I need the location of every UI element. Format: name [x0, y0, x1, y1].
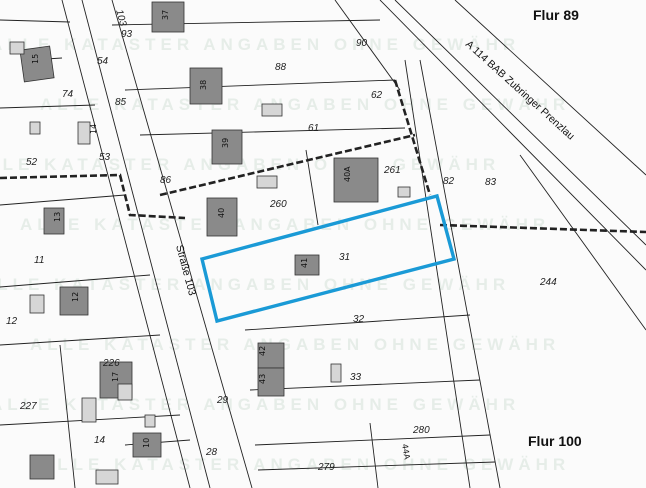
shed — [256, 175, 278, 189]
parcel-label: 28 — [205, 447, 218, 458]
watermark-text: ALLE KATASTER ANGABEN OHNE GEWÄHR — [40, 455, 570, 474]
parcel-label: 62 — [371, 90, 383, 101]
building-42 — [257, 342, 285, 369]
building-39 — [211, 129, 243, 165]
watermark-text: ALLE KATASTER ANGABEN OHNE GEWÄHR — [0, 155, 500, 174]
shed — [144, 414, 156, 428]
parcel-label: 85 — [115, 97, 127, 108]
shed — [261, 103, 283, 117]
shed — [95, 469, 119, 485]
building-43 — [257, 367, 285, 397]
street-103 — [61, 0, 253, 488]
parcel-label: 103 — [113, 8, 128, 27]
shed — [330, 363, 342, 383]
buildings — [19, 1, 379, 480]
building-label: 42 — [258, 346, 267, 356]
shed — [397, 186, 411, 198]
house-44a-label: 44A — [400, 443, 412, 460]
building-label: 39 — [221, 138, 230, 148]
building-label: 41 — [300, 258, 309, 268]
building-label: 15 — [31, 54, 40, 64]
building-small — [29, 454, 55, 480]
shed — [81, 397, 97, 423]
watermark-text: ALLE KATASTER ANGABEN OHNE GEWÄHR — [0, 395, 520, 414]
building-label: 38 — [199, 80, 208, 90]
parcel-label: 82 — [443, 176, 455, 187]
building-15 — [19, 45, 55, 83]
parcel-label: 31 — [339, 252, 350, 263]
parcel-label: 226 — [102, 358, 120, 369]
parcel-label: 53 — [99, 152, 111, 163]
watermark-text: ALLE KATASTER ANGABEN OHNE GEWÄHR — [30, 335, 560, 354]
parcel-label: 90 — [356, 38, 368, 49]
building-label: 13 — [53, 212, 62, 222]
motorway-a114 — [334, 0, 646, 488]
parcel-label: 74 — [62, 89, 74, 100]
parcel-label: 11 — [34, 255, 44, 266]
parcel-label: 280 — [412, 425, 430, 436]
parcel-label: 12 — [6, 316, 18, 327]
building-label: 14 — [89, 124, 98, 134]
shed — [77, 121, 91, 145]
parcel-label: 32 — [353, 314, 365, 325]
building-41 — [294, 254, 320, 276]
building-13 — [43, 207, 65, 235]
shed — [29, 121, 41, 135]
shed — [117, 383, 133, 401]
shed — [9, 41, 25, 55]
parcel-label: 54 — [97, 56, 109, 67]
parcel-lines-east — [111, 19, 496, 488]
shed — [29, 294, 45, 314]
flur-boundary — [0, 79, 646, 234]
flur-100-label: Flur 100 — [528, 433, 582, 449]
watermark-text: ALLE KATASTER ANGABEN OHNE GEWÄHR — [0, 35, 520, 54]
watermark-layer: ALLE KATASTER ANGABEN OHNE GEWÄHR ALLE K… — [0, 35, 570, 474]
watermark-text: ALLE KATASTER ANGABEN OHNE GEWÄHR — [20, 215, 550, 234]
building-number-labels: 37 15 38 14 39 40A 40 13 41 12 42 43 17 … — [31, 10, 412, 461]
building-12 — [59, 286, 89, 316]
parcel-label: 61 — [308, 123, 319, 134]
building-label: 10 — [142, 438, 151, 448]
building-40a — [333, 157, 379, 203]
parcel-label: 88 — [275, 62, 287, 73]
parcel-label: 52 — [26, 157, 38, 168]
building-38 — [189, 67, 223, 105]
building-label: 12 — [71, 292, 80, 302]
parcel-label: 29 — [216, 395, 229, 406]
parcel-label: 33 — [350, 372, 362, 383]
watermark-text: ALLE KATASTER ANGABEN OHNE GEWÄHR — [40, 95, 570, 114]
parcel-label: 279 — [317, 462, 335, 473]
parcel-label: 244 — [539, 277, 557, 288]
building-label: 17 — [111, 372, 120, 382]
parcel-label: 83 — [485, 177, 497, 188]
building-label: 40 — [217, 208, 226, 218]
parcel-label: 14 — [94, 435, 106, 446]
parcel-label: 227 — [19, 401, 37, 412]
building-label: 40A — [343, 166, 352, 182]
outbuildings — [9, 41, 411, 485]
parcel-label: 93 — [121, 29, 133, 40]
building-label: 43 — [258, 374, 267, 384]
building-40 — [206, 197, 238, 237]
building-10 — [132, 432, 162, 458]
parcel-labels: 103 93 54 74 85 52 53 90 88 62 61 86 261… — [6, 8, 557, 473]
parcel-label: 260 — [269, 199, 287, 210]
parcel-label: 261 — [383, 165, 401, 176]
parcel-label: 86 — [160, 175, 172, 186]
highlight-parcel-31 — [199, 193, 457, 324]
building-37 — [151, 1, 185, 33]
building-label: 37 — [161, 10, 170, 20]
flur-89-label: Flur 89 — [533, 7, 579, 23]
